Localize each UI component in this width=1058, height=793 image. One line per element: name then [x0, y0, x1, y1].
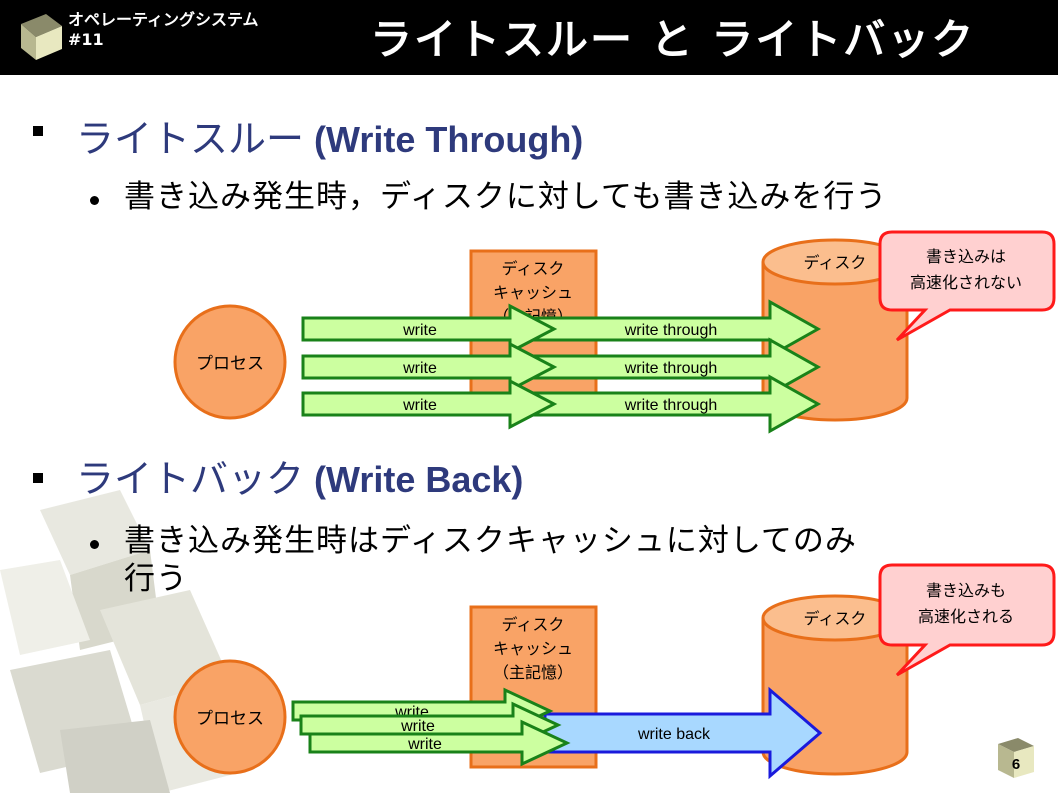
page-number: 6 [1012, 756, 1020, 773]
heading-ja: ライトスルー [76, 117, 305, 161]
write-through-arrow-2: write through write [301, 337, 822, 397]
callout-line-2: 高速化されない [910, 274, 1022, 292]
description-line-2: 行う [124, 561, 188, 597]
write-through-arrow-3: write through write [301, 374, 822, 434]
section-heading-write-through: ライトスルー (Write Through) [76, 108, 583, 163]
cache-label-1: ディスク [502, 615, 565, 634]
callout-faster: 書き込みも 高速化される [878, 563, 1056, 677]
callout-line-1: 書き込みは [926, 248, 1006, 266]
page-title: ライトスルー と ライトバック [370, 15, 976, 64]
callout-line-1: 書き込みも [926, 582, 1006, 600]
write-through-label: write through [624, 360, 718, 377]
header-bar: オペレーティングシステム #11 ライトスルー と ライトバック [0, 0, 1058, 75]
bullet-square [33, 473, 43, 483]
callout-line-2: 高速化される [918, 608, 1014, 626]
disk-label: ディスク [804, 253, 867, 272]
write-through-label: write through [624, 322, 718, 339]
lecture-number: #11 [68, 30, 104, 49]
cache-label-3: （主記憶） [493, 664, 573, 682]
heading-ja: ライトバック [76, 457, 305, 501]
process-circle [173, 659, 287, 775]
write-arrow-3: write [308, 719, 571, 767]
disk-label: ディスク [804, 609, 867, 628]
section-heading-write-back: ライトバック (Write Back) [76, 448, 523, 503]
bullet-dot [90, 540, 99, 549]
write-label: write [402, 322, 437, 339]
process-label: プロセス [196, 709, 264, 728]
cube-logo-icon [21, 14, 62, 60]
cache-label-2: キャッシュ [493, 641, 573, 658]
cache-label-1: ディスク [502, 259, 565, 278]
course-name: オペレーティングシステム [68, 10, 259, 29]
description-line-1: 書き込み発生時はディスクキャッシュに対してのみ [124, 523, 857, 559]
page-number-cube: 6 [998, 738, 1034, 778]
write-back-arrow: write back [543, 686, 823, 780]
write-label: write [402, 360, 437, 377]
write-label: write [407, 736, 442, 753]
write-back-description: 書き込み発生時はディスクキャッシュに対してのみ 行う [124, 522, 857, 598]
write-through-label: write through [624, 397, 718, 414]
cache-label-2: キャッシュ [493, 285, 573, 302]
bullet-dot [90, 196, 99, 205]
write-back-label: write back [637, 726, 711, 743]
heading-en: (Write Back) [304, 459, 524, 500]
process-circle [173, 304, 287, 420]
write-through-description: 書き込み発生時，ディスクに対しても書き込みを行う [124, 179, 888, 215]
heading-en: (Write Through) [304, 119, 584, 160]
process-label: プロセス [196, 354, 264, 373]
course-label: オペレーティングシステム #11 [68, 10, 259, 50]
write-label: write [400, 718, 435, 735]
write-through-arrow-1: write through write [301, 299, 822, 359]
disk-cylinder [761, 238, 909, 422]
bullet-square [33, 126, 43, 136]
callout-not-faster: 書き込みは 高速化されない [878, 230, 1056, 342]
write-label: write [402, 397, 437, 414]
